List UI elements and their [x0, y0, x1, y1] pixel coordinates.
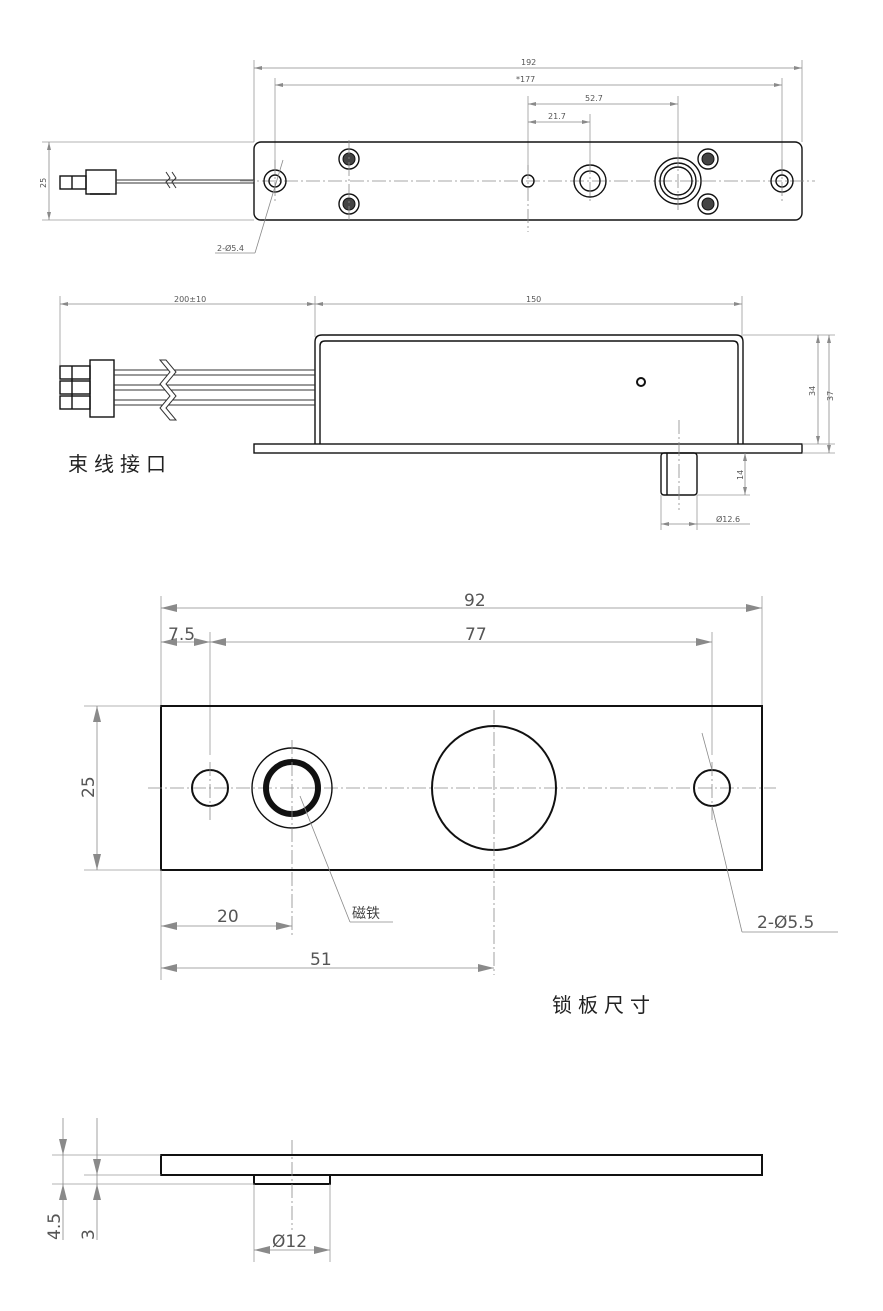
dim-150: 150	[526, 295, 541, 304]
dim-25-plate: 25	[79, 776, 99, 798]
strike-plate-view: 92 7.5 77 25 磁铁	[79, 591, 838, 1017]
cable-bundle	[59, 359, 315, 421]
label-magnet: 磁铁	[352, 906, 380, 922]
label-connector: 束线接口	[68, 452, 172, 476]
dim-25-top: 25	[39, 178, 48, 188]
dim-92: 92	[464, 591, 486, 611]
plate-side-view: 4.5 3 Ø12	[45, 1118, 763, 1262]
dim-37: 37	[826, 391, 835, 401]
base-plate-side	[253, 443, 803, 454]
plate-side	[160, 1154, 763, 1176]
dim-34: 34	[808, 386, 817, 396]
dim-14: 14	[736, 470, 745, 480]
hole-callout-top: 2-Ø5.4	[217, 243, 244, 253]
dim-20: 20	[217, 907, 239, 927]
dim-pin: Ø12.6	[716, 514, 740, 524]
indicator-dot	[636, 377, 646, 387]
dim-3: 3	[79, 1229, 99, 1240]
dim-51: 51	[310, 950, 332, 970]
dim-21-7: 21.7	[548, 112, 566, 121]
dim-77: 77	[465, 625, 487, 645]
lock-body-side	[314, 334, 744, 444]
cable-connector-top	[59, 169, 254, 195]
hole-callout-plate: 2-Ø5.5	[757, 913, 814, 933]
dim-52-7: 52.7	[585, 94, 603, 103]
top-view: 192 *177 52.7 21.7 25	[39, 58, 815, 254]
side-view: 200±10 150 34 37 14	[59, 295, 835, 530]
dim-200: 200±10	[174, 295, 206, 304]
dim-7-5: 7.5	[168, 625, 195, 645]
dim-177: *177	[516, 75, 535, 84]
dim-dia-12: Ø12	[272, 1232, 307, 1252]
dim-4-5: 4.5	[45, 1213, 65, 1240]
label-plate-title: 锁板尺寸	[552, 993, 656, 1017]
dim-192: 192	[521, 58, 536, 67]
screw-icon	[338, 140, 719, 222]
